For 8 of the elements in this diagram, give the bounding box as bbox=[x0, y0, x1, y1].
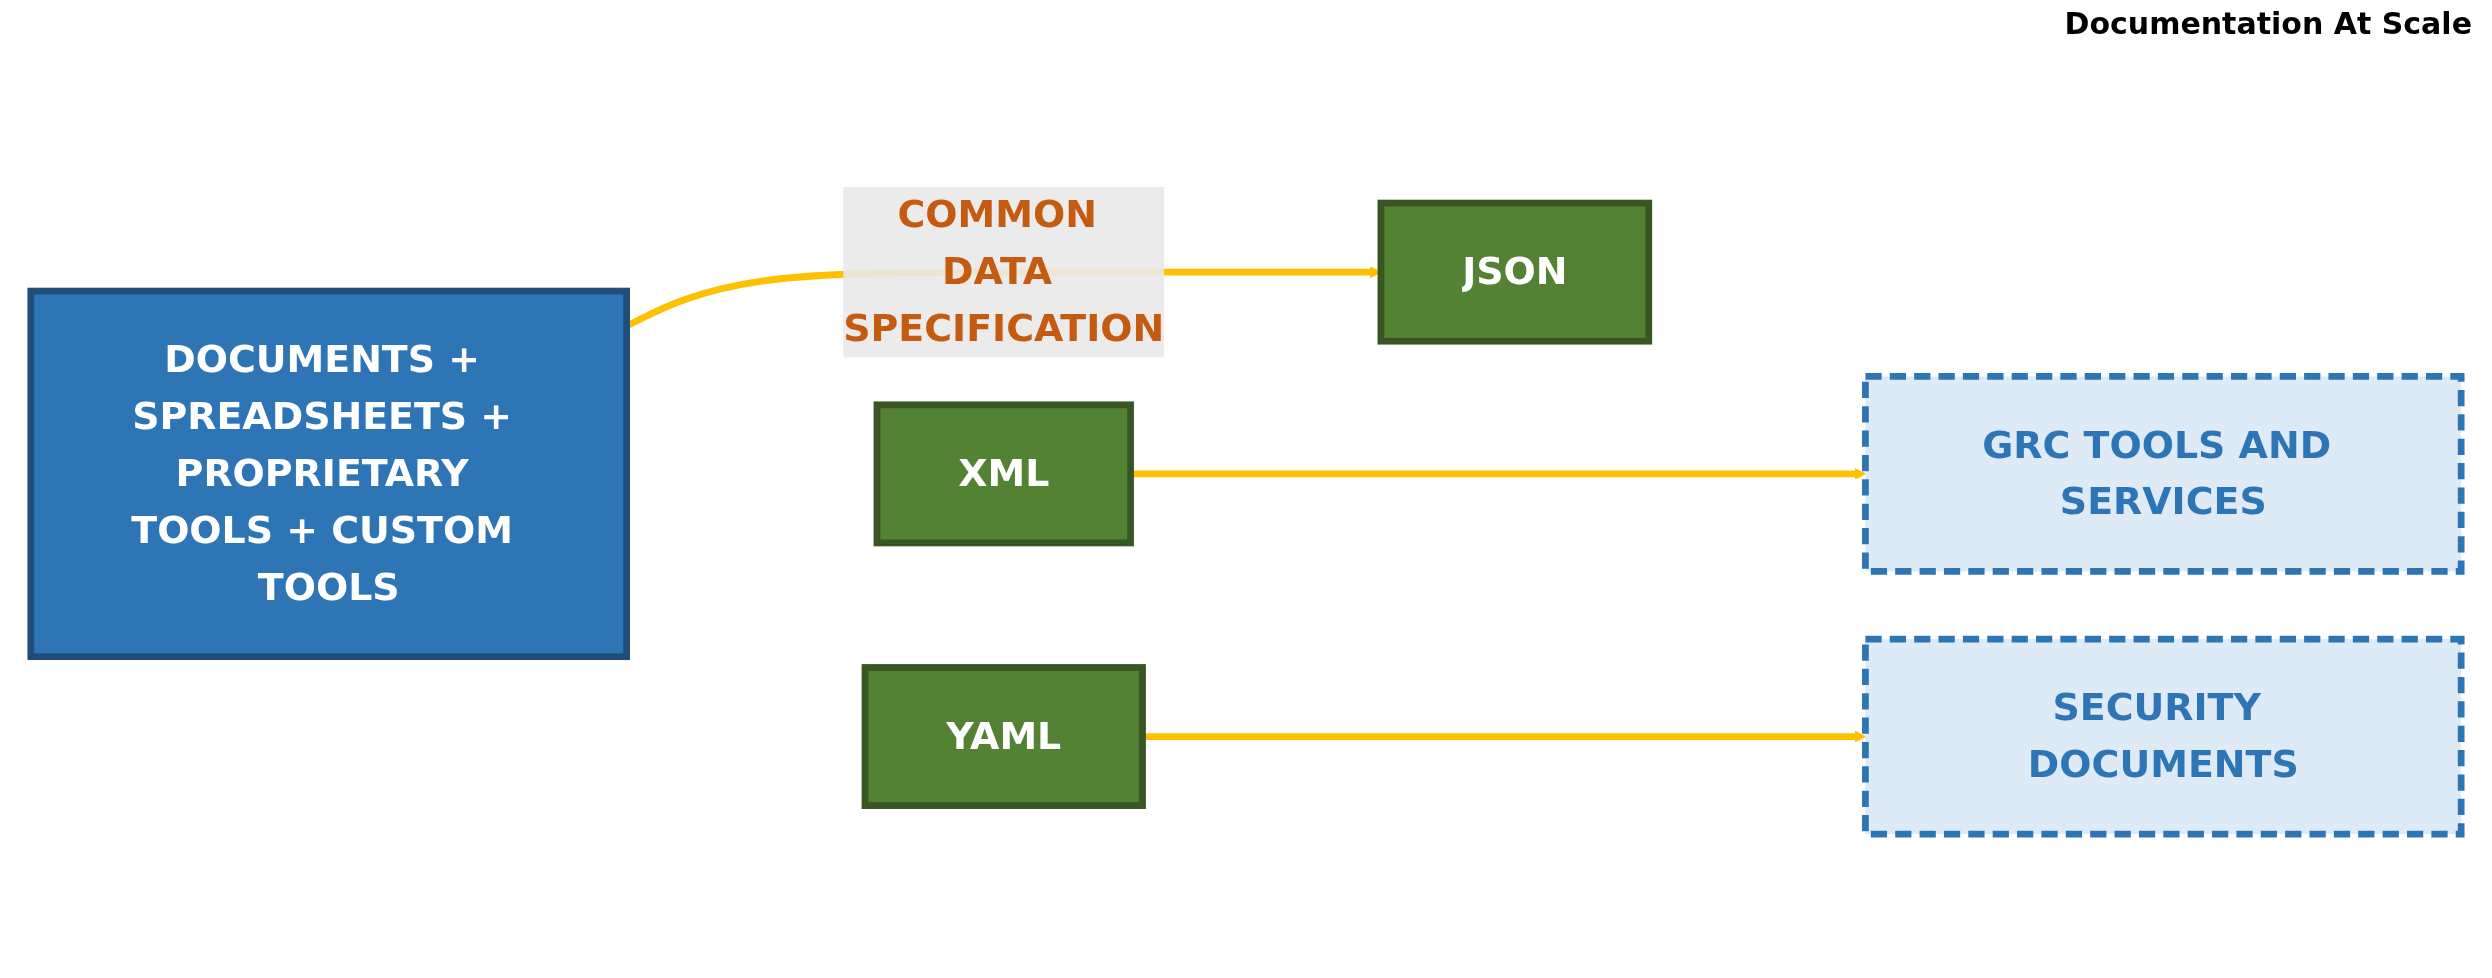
node-box: DOCUMENTS + SPREADSHEETS + PROPRIETARY TOOLS + CUSTOM TOOLS bbox=[27, 287, 630, 660]
node-box: XML bbox=[873, 401, 1134, 546]
node-box: YAML bbox=[861, 663, 1146, 809]
node-box: GRC TOOLS AND SERVICES bbox=[1862, 372, 2465, 575]
node-box: JSON bbox=[1377, 199, 1653, 345]
edge-label: COMMON DATA SPECIFICATION bbox=[843, 191, 1165, 351]
diagram-title: Documentation At Scale bbox=[2064, 6, 2472, 41]
node-box: SECURITY DOCUMENTS bbox=[1862, 635, 2465, 837]
